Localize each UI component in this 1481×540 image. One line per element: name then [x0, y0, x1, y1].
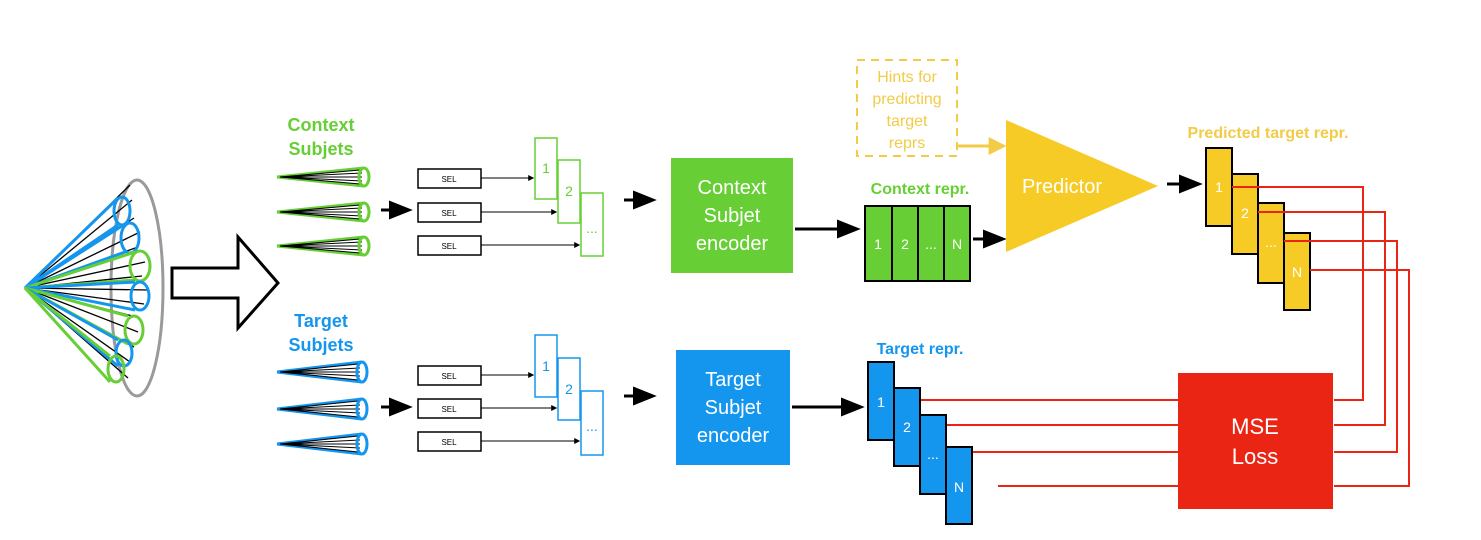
- context-subjet-cone-icon: [276, 201, 371, 223]
- sel-label: SEL: [441, 372, 457, 381]
- sel-label: SEL: [441, 438, 457, 447]
- svg-text:Target: Target: [705, 369, 761, 391]
- target-subjets-label-1: Target: [294, 311, 348, 331]
- svg-text:2: 2: [901, 236, 909, 252]
- svg-text:1: 1: [874, 236, 882, 252]
- svg-text:...: ...: [586, 220, 598, 236]
- target-encoder-box: Target Subjet encoder: [676, 350, 790, 465]
- svg-text:encoder: encoder: [696, 233, 769, 255]
- context-selected-stack: 1 2 ...: [534, 137, 604, 257]
- context-subjets-label-2: Subjets: [288, 139, 353, 159]
- svg-text:Subjet: Subjet: [704, 205, 761, 227]
- svg-text:...: ...: [925, 236, 937, 252]
- svg-text:N: N: [952, 236, 962, 252]
- svg-text:2: 2: [565, 183, 573, 199]
- svg-text:MSE: MSE: [1231, 414, 1279, 439]
- svg-text:Subjet: Subjet: [705, 397, 762, 419]
- context-repr-vector: 1 2 ... N: [864, 205, 971, 282]
- svg-text:Loss: Loss: [1232, 444, 1278, 469]
- svg-text:Predictor: Predictor: [1022, 176, 1102, 198]
- svg-text:predicting: predicting: [872, 91, 941, 108]
- target-selected-stack: 1 2 ...: [534, 334, 604, 456]
- svg-text:Hints for: Hints for: [877, 69, 937, 86]
- svg-text:...: ...: [1265, 234, 1277, 250]
- context-repr-label: Context repr.: [871, 181, 970, 198]
- sel-label: SEL: [441, 405, 457, 414]
- jet-cone-icon: [23, 178, 165, 398]
- sel-label: SEL: [441, 175, 457, 184]
- context-sel-boxes: SEL SEL SEL: [417, 168, 581, 256]
- predicted-repr-label: Predicted target repr.: [1188, 125, 1349, 142]
- mse-loss-box: MSE Loss: [1178, 373, 1333, 509]
- svg-text:reprs: reprs: [889, 135, 925, 152]
- svg-text:N: N: [1292, 264, 1302, 280]
- svg-text:1: 1: [542, 160, 550, 176]
- svg-text:2: 2: [903, 419, 911, 435]
- svg-text:...: ...: [586, 418, 598, 434]
- target-subjet-cone-icon: [276, 360, 369, 384]
- target-subjets-label-2: Subjets: [288, 335, 353, 355]
- hints-box: Hints for predicting target reprs: [856, 59, 958, 157]
- svg-text:encoder: encoder: [697, 425, 770, 447]
- target-subjet-cone-icon: [276, 432, 369, 456]
- svg-text:2: 2: [1241, 205, 1249, 221]
- target-subjet-cone-icon: [276, 397, 369, 421]
- sel-label: SEL: [441, 242, 457, 251]
- context-subjet-cone-icon: [276, 235, 371, 257]
- context-subjets-label-1: Context: [288, 115, 355, 135]
- svg-text:...: ...: [927, 446, 939, 462]
- svg-text:Context: Context: [698, 177, 767, 199]
- target-sel-boxes: SEL SEL SEL: [417, 365, 581, 452]
- context-encoder-box: Context Subjet encoder: [671, 158, 793, 273]
- target-repr-stack: 1 2 ... N: [867, 361, 973, 525]
- context-subjet-cone-icon: [276, 166, 371, 188]
- svg-text:2: 2: [565, 381, 573, 397]
- sel-label: SEL: [441, 209, 457, 218]
- svg-text:N: N: [954, 479, 964, 495]
- svg-text:1: 1: [877, 394, 885, 410]
- loss-connection-lines: [920, 186, 1410, 487]
- target-repr-label: Target repr.: [877, 341, 964, 358]
- target-subjet-cones: [276, 360, 369, 456]
- svg-text:1: 1: [1215, 179, 1223, 195]
- svg-text:1: 1: [542, 358, 550, 374]
- context-subjet-cones: [276, 166, 371, 257]
- predictor-box: Predictor: [1006, 120, 1158, 252]
- big-arrow-icon: [170, 232, 280, 332]
- svg-text:target: target: [887, 113, 928, 130]
- predicted-repr-stack: 1 2 ... N: [1205, 147, 1311, 311]
